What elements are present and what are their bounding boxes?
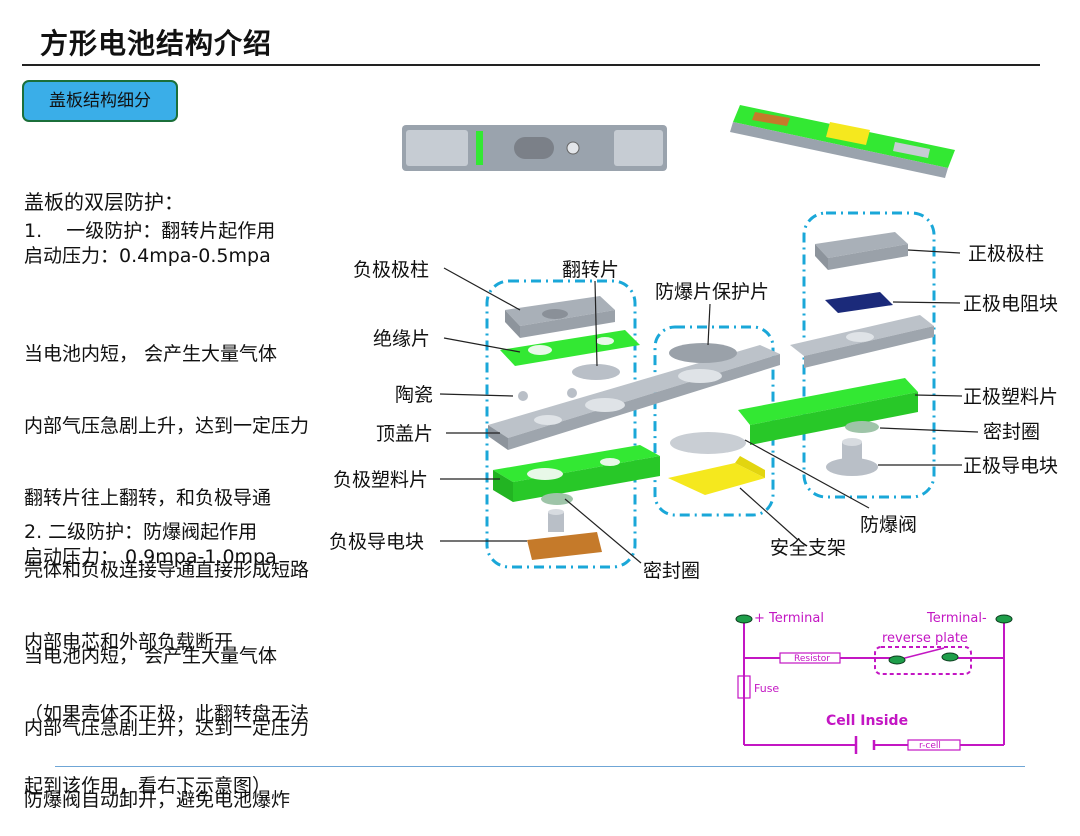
level1-title: 1. 一级防护：翻转片起作用 [24,220,276,242]
label-safety-bracket: 安全支架 [770,537,846,559]
circuit-resistor: Resistor [794,654,830,664]
label-neg-pole: 负极极柱 [353,259,429,281]
desc-line: 壳体和负极连接导通直接形成短路 [24,559,310,581]
desc-line: 防爆阀自动卸开，避免电池爆炸 [24,789,291,811]
neg-terminal-node [995,614,1013,624]
footer-divider [55,766,1025,767]
vent-protector-part [669,343,737,363]
desc-line: 翻转片往上翻转，和负极导通 [24,487,272,509]
circuit-pos-terminal: + Terminal [754,611,824,626]
desc-line: 内部气压急剧上升，达到一定压力 [24,717,310,739]
circuit-schematic [737,619,1005,754]
negative-group-box [485,279,637,569]
desc-line: 内部电芯和外部负载断开 [24,631,234,653]
label-pos-conductor: 正极导电块 [963,455,1058,477]
label-pos-resistor: 正极电阻块 [963,293,1058,315]
label-pos-plastic: 正极塑料片 [963,386,1058,408]
page-title: 方形电池结构介绍 [40,27,273,60]
cover-3d-view [730,105,955,178]
label-ceramic: 陶瓷 [395,384,433,406]
ceramic-part [518,391,528,401]
desc-line: 当电池内短， 会产生大量气体 [24,343,278,365]
level1-pressure: 启动压力：0.4mpa-0.5mpa [24,245,271,267]
label-vent-valve: 防爆阀 [860,514,917,536]
label-neg-plastic: 负极塑料片 [333,469,428,491]
title-divider [22,64,1040,66]
label-seal-right: 密封圈 [983,421,1040,443]
desc-line: （如果壳体不正极，此翻转盘无法 [24,703,310,725]
protection-heading: 盖板的双层防护： [24,190,184,214]
exploded-diagram: 负极极柱 翻转片 绝缘片 陶瓷 顶盖片 负极塑料片 负极导电块 密封圈 防爆片保… [329,105,1058,754]
label-pos-pole: 正极极柱 [968,243,1044,265]
seal-bottom-part [541,493,573,505]
label-flip-plate: 翻转片 [562,259,619,281]
desc-line: 内部气压急剧上升，达到一定压力 [24,415,310,437]
label-vent-protector: 防爆片保护片 [655,281,769,303]
level1-description: 当电池内短， 会产生大量气体 内部气压急剧上升，达到一定压力 翻转片往上翻转，和… [24,294,309,822]
level2-title: 2. 二级防护：防爆阀起作用 [24,521,258,543]
label-top-cover: 顶盖片 [376,423,433,445]
top-cover-part [488,345,780,438]
circuit-fuse: Fuse [754,682,779,695]
pos-resistor-part [825,292,893,313]
section-badge: 盖板结构细分 [22,80,178,122]
circuit-r-cell: r-cell [919,741,941,751]
seal-right-part [845,421,879,433]
vent-valve-part [670,432,746,454]
circuit-neg-terminal: Terminal- [926,611,987,626]
pos-terminal-node [735,614,753,624]
level2-description: 当电池内短， 会产生大量气体 内部气压急剧上升，达到一定压力 防爆阀自动卸开，避… [24,596,309,836]
desc-line: 当电池内短， 会产生大量气体 [24,645,278,667]
flip-plate-part [572,364,620,380]
pos-pole-part [815,232,908,258]
pos-plastic-part [738,378,918,425]
label-seal-bottom: 密封圈 [643,560,700,582]
leader-lines [439,249,979,564]
neg-conductor-part [527,532,602,560]
label-insulator: 绝缘片 [373,328,430,350]
circuit-cell-inside: Cell Inside [826,713,908,729]
cover-top-view [402,125,667,171]
pos-conductor-part [826,458,878,476]
level2-pressure: 启动压力： 0.9mpa-1.0mpa [24,546,277,568]
desc-line: 起到该作用，看右下示意图） [24,775,272,797]
label-neg-conductor: 负极导电块 [329,531,424,553]
circuit-reverse-plate: reverse plate [882,631,968,646]
safety-bracket-part [668,463,765,495]
